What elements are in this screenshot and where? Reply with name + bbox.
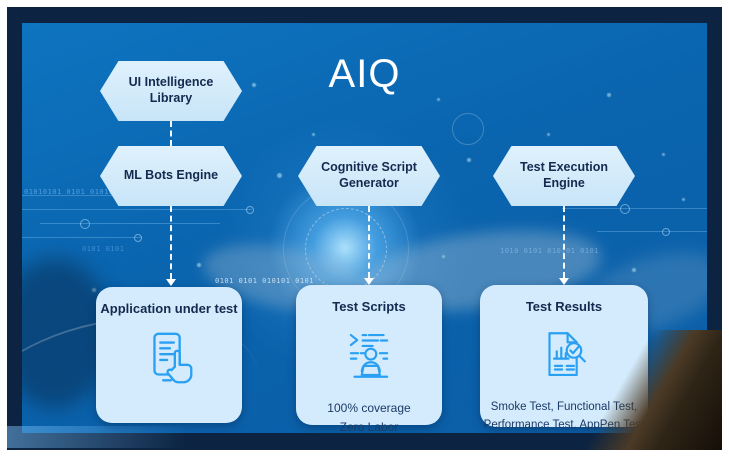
circuit-node: [80, 219, 90, 229]
circuit-line: [22, 237, 142, 238]
bokeh-dot: [197, 263, 201, 267]
bokeh-dot: [682, 198, 685, 201]
bokeh-dot: [632, 268, 636, 272]
circuit-line: [22, 195, 172, 196]
page-title: AIQ: [328, 52, 401, 96]
dark-arm-shadow: [552, 330, 722, 450]
connector-to-card-1: [170, 206, 172, 279]
arrowhead-down-icon: [559, 278, 569, 285]
analyst-code-icon: [340, 326, 398, 389]
bokeh-dot: [277, 173, 282, 178]
bokeh-dot: [467, 158, 471, 162]
arrowhead-down-icon: [166, 279, 176, 286]
connector-to-card-3: [563, 206, 565, 278]
card-title: Test Results: [525, 299, 603, 314]
hexagon-label: UI Intelligence Library: [128, 75, 214, 105]
hexagon-label: Test Execution Engine: [520, 160, 608, 190]
hexagon-cognitive-script-generator: Cognitive Script Generator: [298, 146, 440, 206]
hexagon-ml-bots-engine: ML Bots Engine: [100, 146, 242, 206]
hexagon-test-execution-engine: Test Execution Engine: [493, 146, 635, 206]
binary-text: 01010101 0101 010101 0101: [24, 188, 142, 196]
bokeh-dot: [607, 93, 611, 97]
card-title: Test Scripts: [332, 299, 406, 314]
bottom-band-streak: [7, 426, 247, 448]
hexagon-label: ML Bots Engine: [123, 168, 219, 183]
binary-text: 0101 0101 010101 0101: [215, 277, 315, 285]
bokeh-dot: [92, 288, 96, 292]
tablet-click-icon: [138, 328, 200, 395]
hexagon-label: Cognitive Script Generator: [321, 160, 417, 190]
bokeh-dot: [442, 255, 445, 258]
bokeh-dot: [252, 83, 256, 87]
bokeh-dot: [547, 133, 550, 136]
bokeh-dot: [437, 98, 440, 101]
circuit-ring-small: [452, 113, 484, 145]
card-test-scripts: Test Scripts 100% coverage: [296, 285, 442, 433]
caption-line: 100% coverage: [327, 401, 411, 415]
card-application-under-test: Application under test: [96, 287, 242, 423]
circuit-node: [246, 206, 254, 214]
circuit-line: [40, 223, 220, 224]
bokeh-dot: [662, 153, 665, 156]
card-title: Application under test: [100, 301, 238, 316]
circuit-line: [597, 231, 707, 232]
circuit-node: [134, 234, 142, 242]
card-caption: 100% coverage Zero Labor: [327, 399, 410, 433]
hexagon-ui-intelligence-library: UI Intelligence Library: [100, 61, 242, 121]
binary-text: 1010 0101 010101 0101: [500, 247, 600, 255]
slide-frame: 01010101 0101 010101 0101 0101 0101 0101…: [7, 7, 722, 450]
connector-hex-to-hex: [170, 121, 172, 146]
bokeh-dot: [312, 133, 315, 136]
circuit-line: [562, 208, 707, 209]
arrowhead-down-icon: [364, 278, 374, 285]
circuit-line: [22, 209, 252, 210]
connector-to-card-2: [368, 206, 370, 278]
circuit-node: [662, 228, 670, 236]
caption-line: Zero Labor: [339, 419, 399, 433]
circuit-node: [620, 204, 630, 214]
binary-text: 0101 0101: [82, 245, 125, 253]
